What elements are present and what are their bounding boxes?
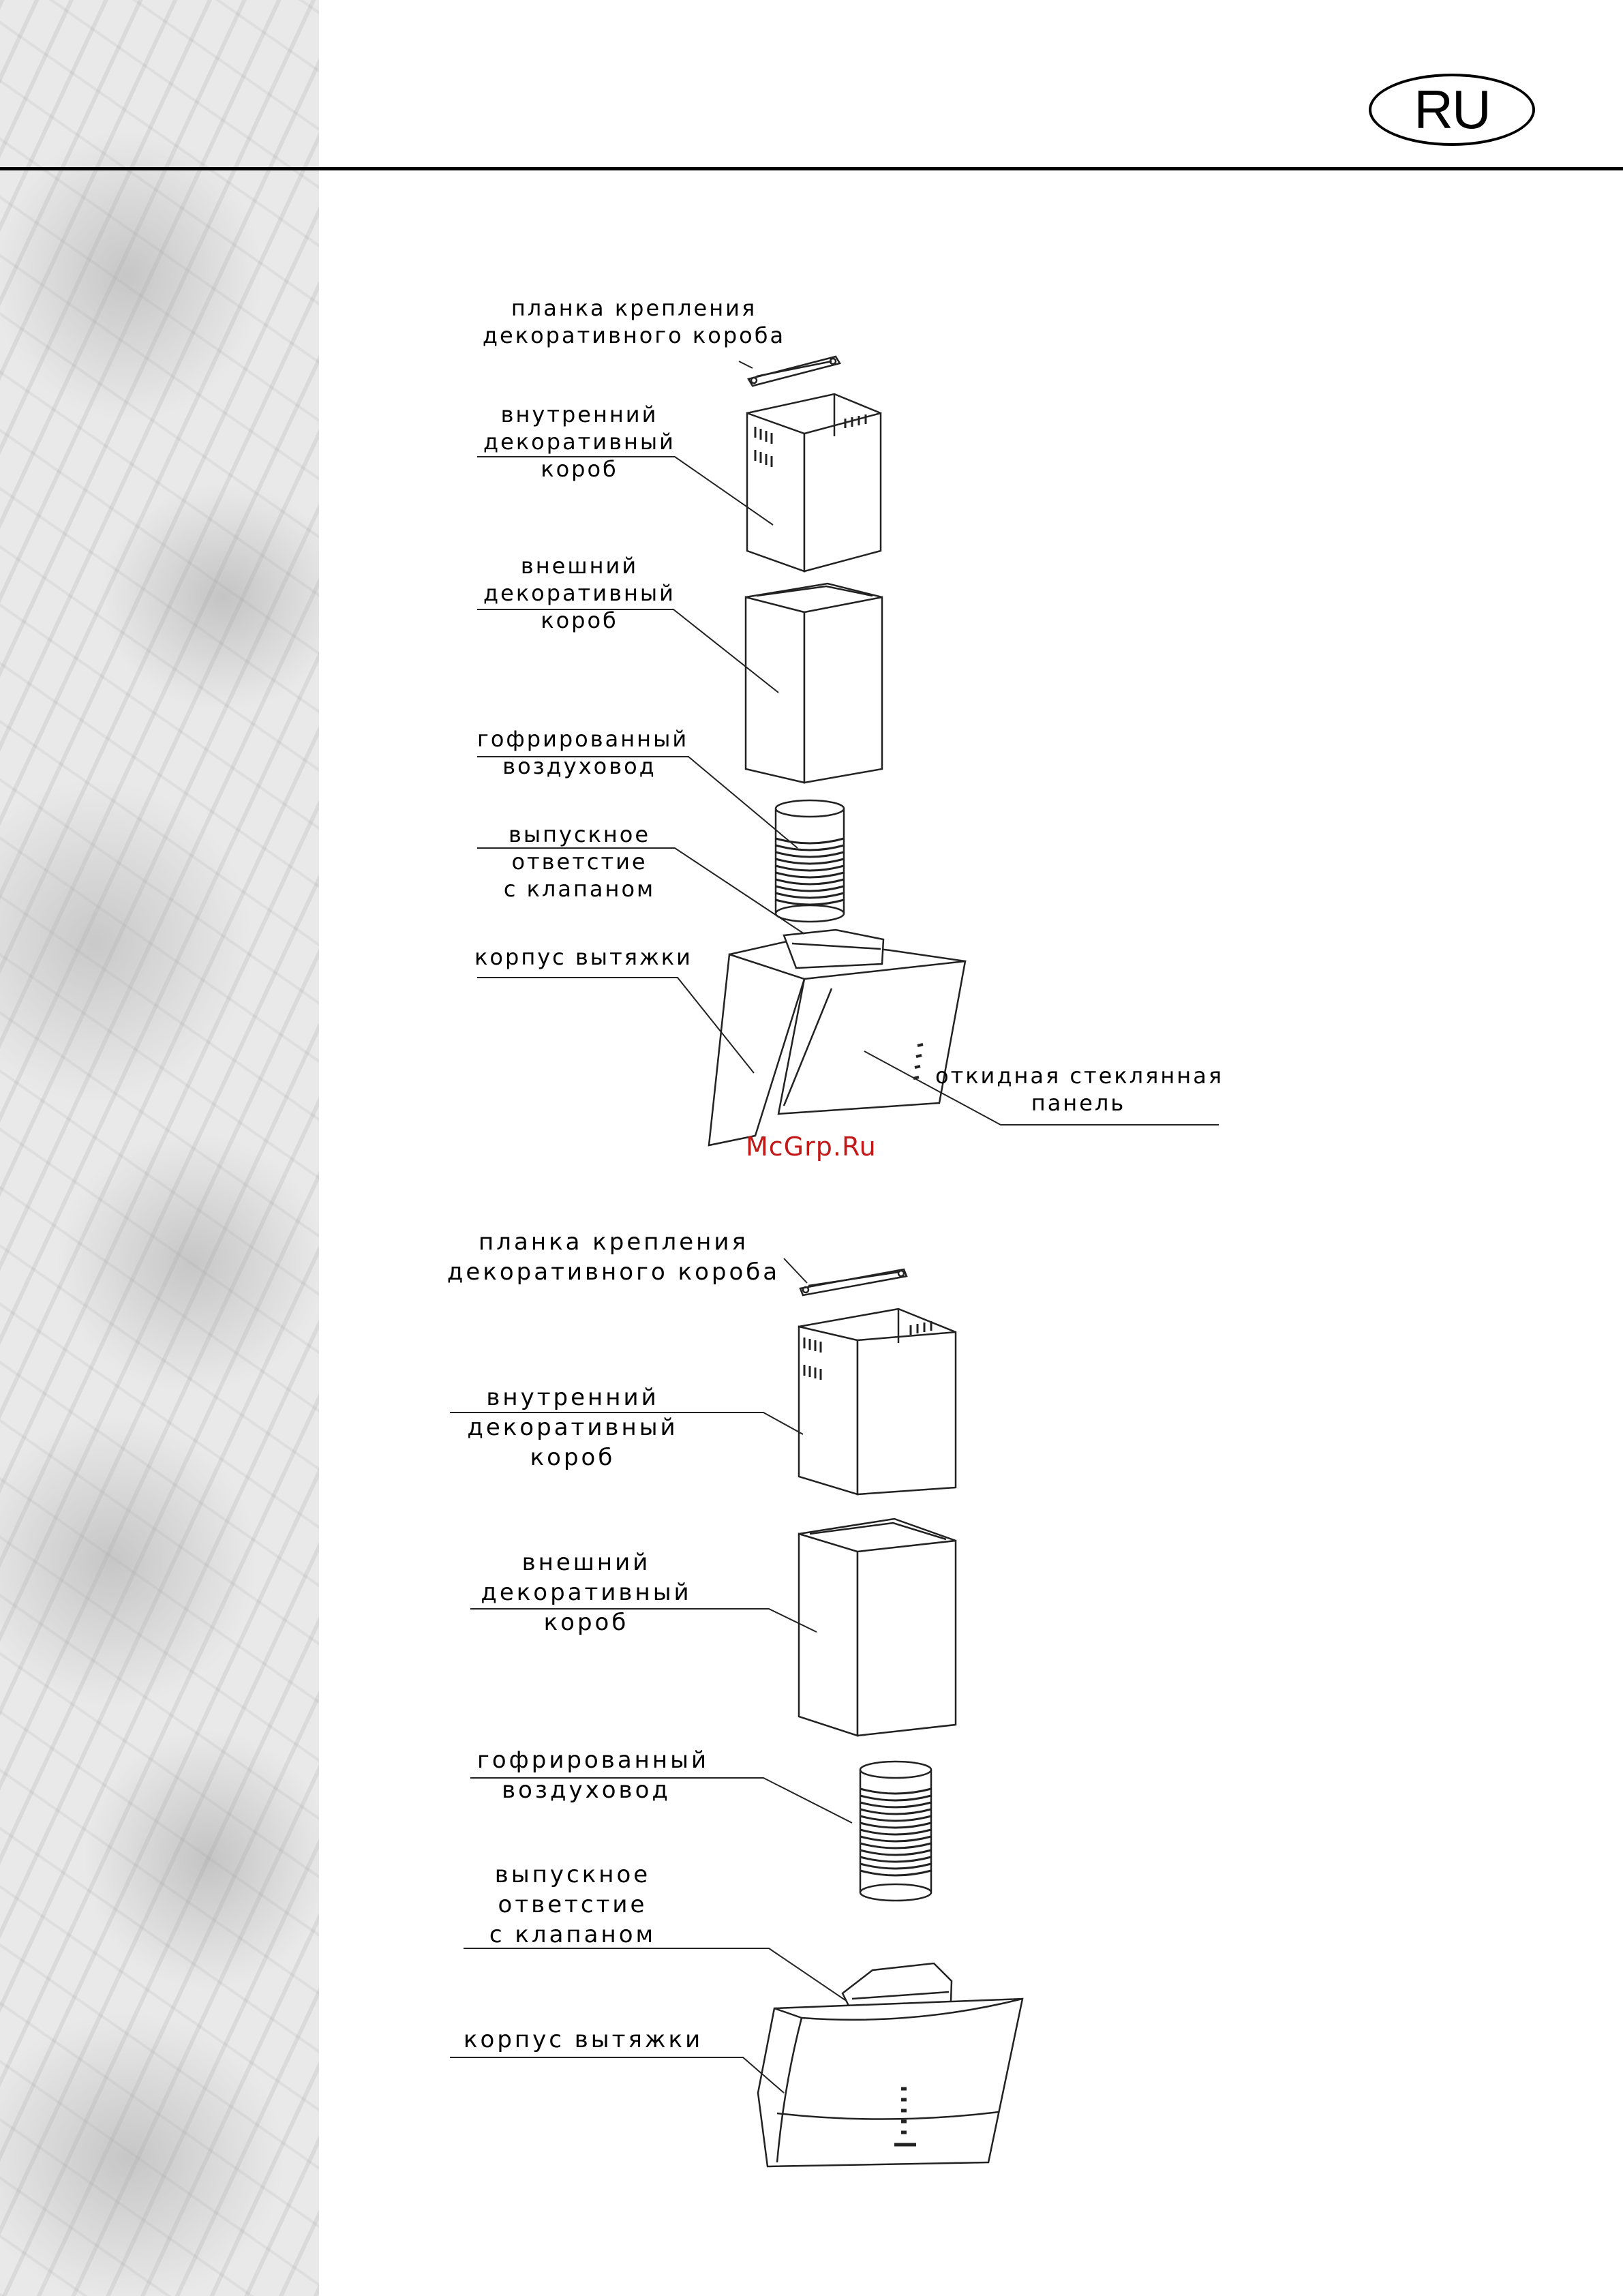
label-top-outlet-line: выпускное bbox=[508, 821, 651, 847]
label-bottom-duct-line: воздуховод bbox=[502, 1777, 671, 1804]
label-top-inner-box-line: декоративный bbox=[483, 429, 676, 455]
bottom-leader-lines bbox=[450, 1258, 853, 2094]
header-rule bbox=[0, 167, 1623, 170]
label-bottom-duct-line: гофрированный bbox=[477, 1747, 710, 1774]
bottom-outer-box bbox=[798, 1517, 957, 1737]
label-bottom-outlet-line: выпускное bbox=[494, 1861, 651, 1888]
label-bottom-bracket-line: планка крепления bbox=[479, 1228, 748, 1256]
label-top-glass-panel-line: панель bbox=[1031, 1090, 1126, 1116]
label-bottom-outer-box-line: короб bbox=[543, 1609, 629, 1636]
label-bottom-inner-box-line: декоративный bbox=[467, 1414, 678, 1441]
top-duct bbox=[774, 799, 845, 923]
label-top-inner-box-line: короб bbox=[541, 456, 618, 482]
label-top-duct-line: гофрированный bbox=[477, 726, 689, 752]
label-bottom-outer-box: внешний декоративный короб bbox=[477, 1547, 695, 1637]
label-bottom-outlet-line: ответстие bbox=[498, 1891, 648, 1918]
label-bottom-outer-box-line: декоративный bbox=[481, 1579, 692, 1606]
label-bottom-outlet-line: с клапаном bbox=[489, 1921, 656, 1948]
bottom-inner-box bbox=[798, 1308, 957, 1496]
label-top-outlet-line: ответстие bbox=[511, 849, 648, 875]
label-top-outer-box-line: декоративный bbox=[483, 580, 676, 606]
top-inner-box bbox=[746, 393, 882, 573]
label-top-body-line: корпус вытяжки bbox=[474, 944, 693, 970]
label-bottom-outer-box-line: внешний bbox=[521, 1549, 651, 1576]
bottom-hood-body bbox=[757, 1962, 1024, 2168]
label-bottom-body: корпус вытяжки bbox=[464, 2025, 703, 2055]
label-top-outlet-line: с клапаном bbox=[503, 876, 656, 902]
marble-sidebar bbox=[0, 0, 319, 2296]
label-top-inner-box-line: внутренний bbox=[500, 402, 658, 427]
label-top-bracket-line: декоративного короба bbox=[482, 322, 786, 348]
watermark: McGrp.Ru bbox=[746, 1132, 877, 1162]
label-top-duct-line: воздуховод bbox=[502, 753, 656, 779]
label-bottom-inner-box-line: внутренний bbox=[486, 1384, 659, 1411]
label-top-glass-panel-line: откидная стеклянная bbox=[935, 1063, 1224, 1089]
bottom-duct bbox=[859, 1760, 932, 1902]
language-badge: RU bbox=[1369, 74, 1535, 146]
label-bottom-duct: гофрированный воздуховод bbox=[477, 1745, 710, 1805]
label-top-body: корпус вытяжки bbox=[474, 943, 693, 971]
top-outer-box bbox=[744, 582, 883, 784]
label-bottom-bracket-line: декоративного короба bbox=[446, 1258, 780, 1286]
label-top-outer-box-line: внешний bbox=[520, 553, 639, 579]
top-leader-lines bbox=[477, 361, 1219, 1126]
label-top-bracket-line: планка крепления bbox=[511, 295, 757, 321]
bottom-bracket bbox=[799, 1268, 908, 1297]
label-bottom-inner-box-line: короб bbox=[530, 1444, 616, 1471]
top-hood-body bbox=[708, 928, 967, 1147]
label-bottom-outlet: выпускное ответстие с клапаном bbox=[464, 1860, 682, 1950]
top-bracket bbox=[747, 355, 841, 387]
label-top-outer-box-line: короб bbox=[541, 607, 618, 633]
label-bottom-body-line: корпус вытяжки bbox=[464, 2026, 703, 2053]
label-bottom-inner-box: внутренний декоративный короб bbox=[464, 1383, 682, 1472]
